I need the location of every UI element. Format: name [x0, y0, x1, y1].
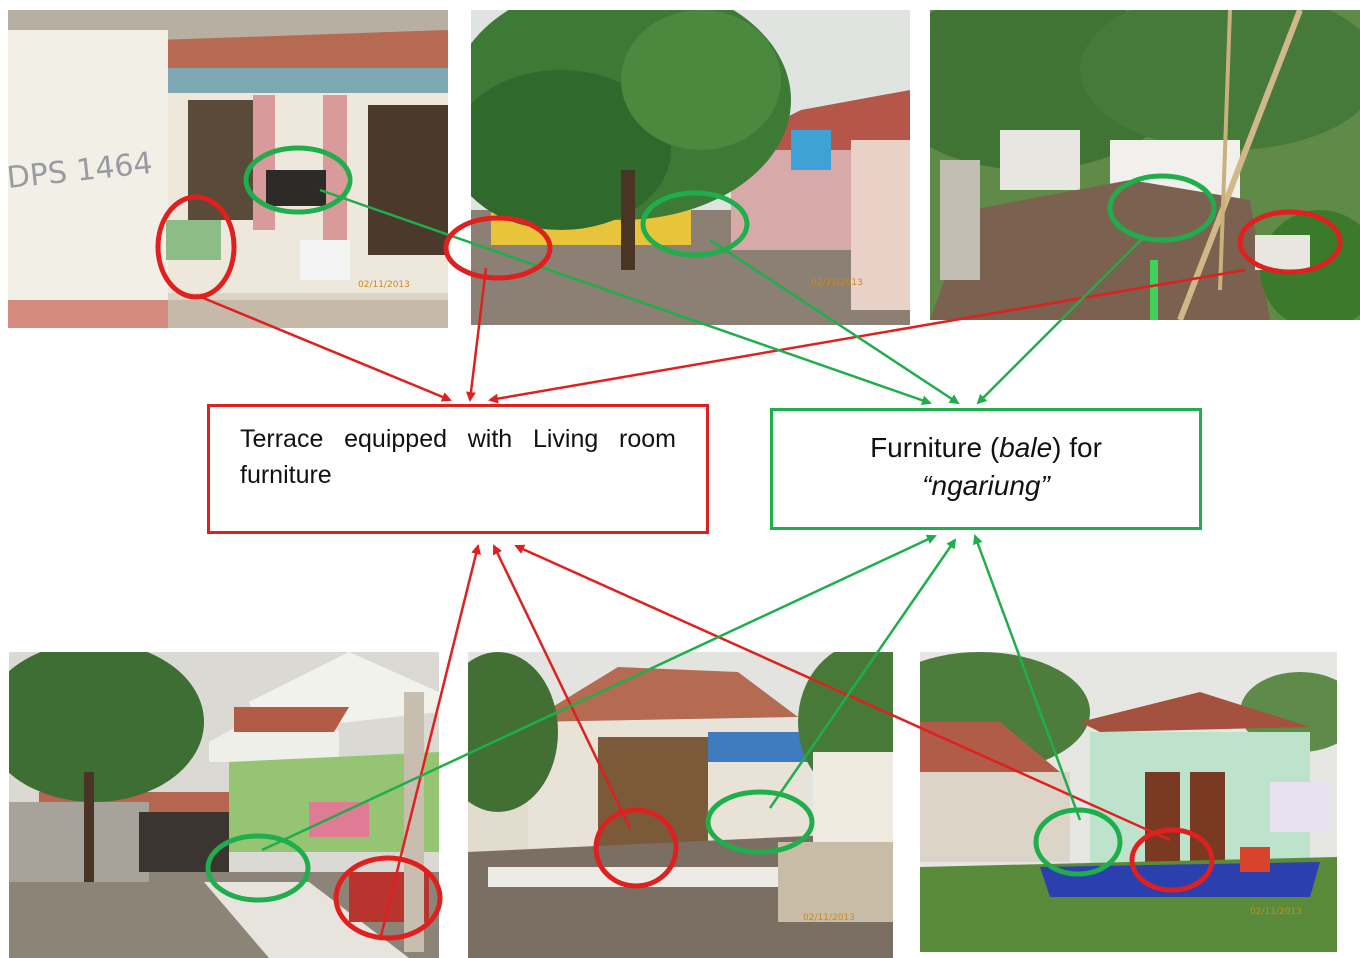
date-stamp-top-middle: 02/11/2013 [811, 278, 863, 288]
photo-bottom-left [9, 652, 439, 958]
photo-bottom-right: 02/11/2013 [920, 652, 1337, 952]
date-stamp-bottom-right: 02/11/2013 [1250, 907, 1302, 917]
date-stamp-bottom-middle: 02/11/2013 [803, 913, 855, 923]
photo-top-right [930, 10, 1360, 320]
terrace-label-box: Terrace equipped with Living room furnit… [207, 404, 709, 534]
quote-open: “ [922, 470, 932, 501]
bale-label-prefix: Furniture ( [870, 432, 1000, 463]
date-stamp-top-left: 02/11/2013 [358, 280, 410, 290]
photo-top-left: DPS 1464 02/11/2013 [8, 10, 448, 328]
bale-label-box: Furniture (bale) for “ngariung” [770, 408, 1202, 530]
bale-label-suffix: ) for [1052, 432, 1102, 463]
photo-top-middle: 02/11/2013 [471, 10, 910, 325]
ngariung-term-line: “ngariung” [922, 470, 1050, 501]
quote-close: ” [1040, 470, 1050, 501]
photo-bottom-middle: 02/11/2013 [468, 652, 893, 958]
bale-term: bale [999, 432, 1053, 463]
bale-label-text: Furniture (bale) for “ngariung” [773, 429, 1199, 505]
terrace-label-text: Terrace equipped with Living room furnit… [240, 425, 676, 489]
ngariung-term: ngariung [931, 470, 1041, 501]
